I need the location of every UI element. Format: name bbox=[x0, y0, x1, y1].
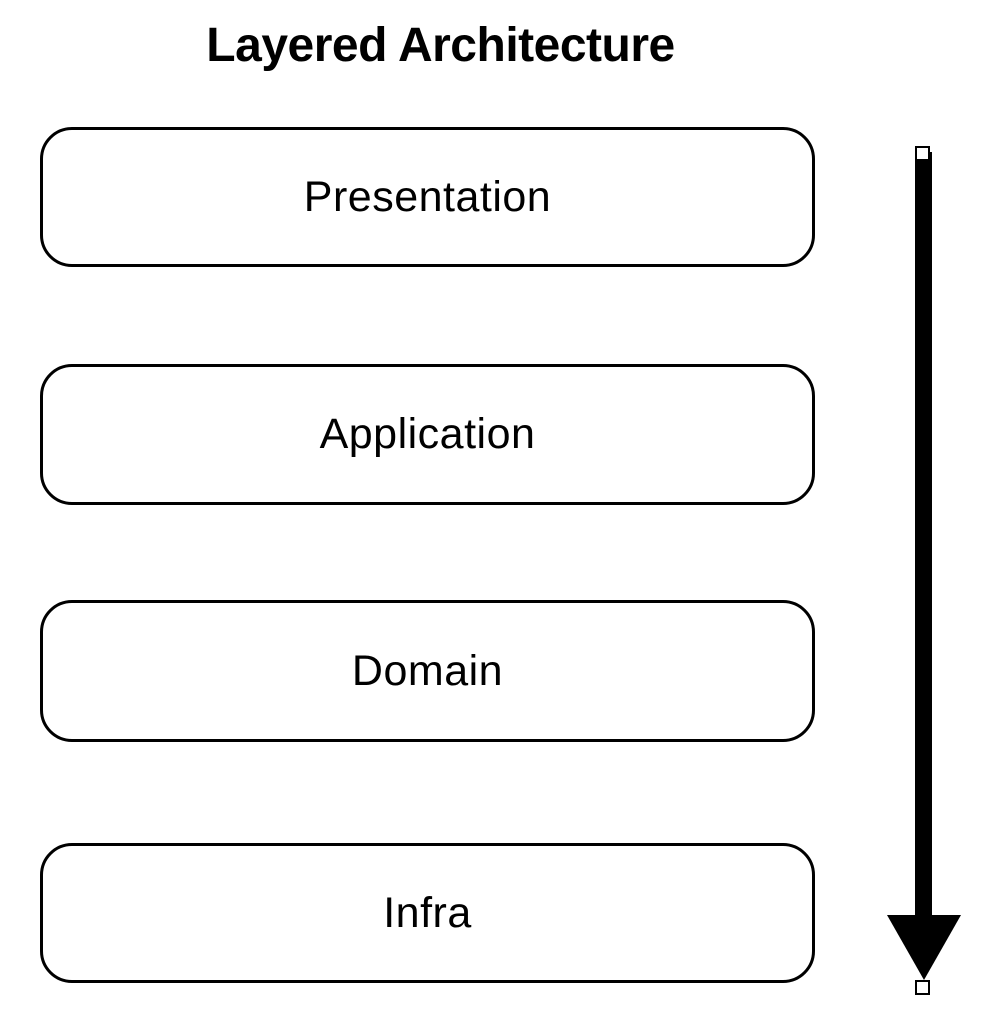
arrow-line bbox=[915, 152, 932, 916]
layer-box-application[interactable]: Application bbox=[40, 364, 815, 505]
arrow-head-icon bbox=[887, 915, 961, 980]
layer-label-presentation: Presentation bbox=[303, 172, 552, 221]
layer-box-domain[interactable]: Domain bbox=[40, 600, 815, 742]
layer-label-infra: Infra bbox=[383, 888, 472, 937]
diagram-title: Layered Architecture bbox=[206, 19, 675, 72]
arrow-top-handle[interactable] bbox=[915, 146, 930, 161]
down-arrow[interactable] bbox=[886, 146, 962, 996]
arrow-bottom-handle[interactable] bbox=[915, 980, 930, 995]
layer-box-infra[interactable]: Infra bbox=[40, 843, 815, 983]
layer-box-presentation[interactable]: Presentation bbox=[40, 127, 815, 267]
layer-label-domain: Domain bbox=[351, 646, 504, 695]
layer-label-application: Application bbox=[319, 410, 536, 458]
